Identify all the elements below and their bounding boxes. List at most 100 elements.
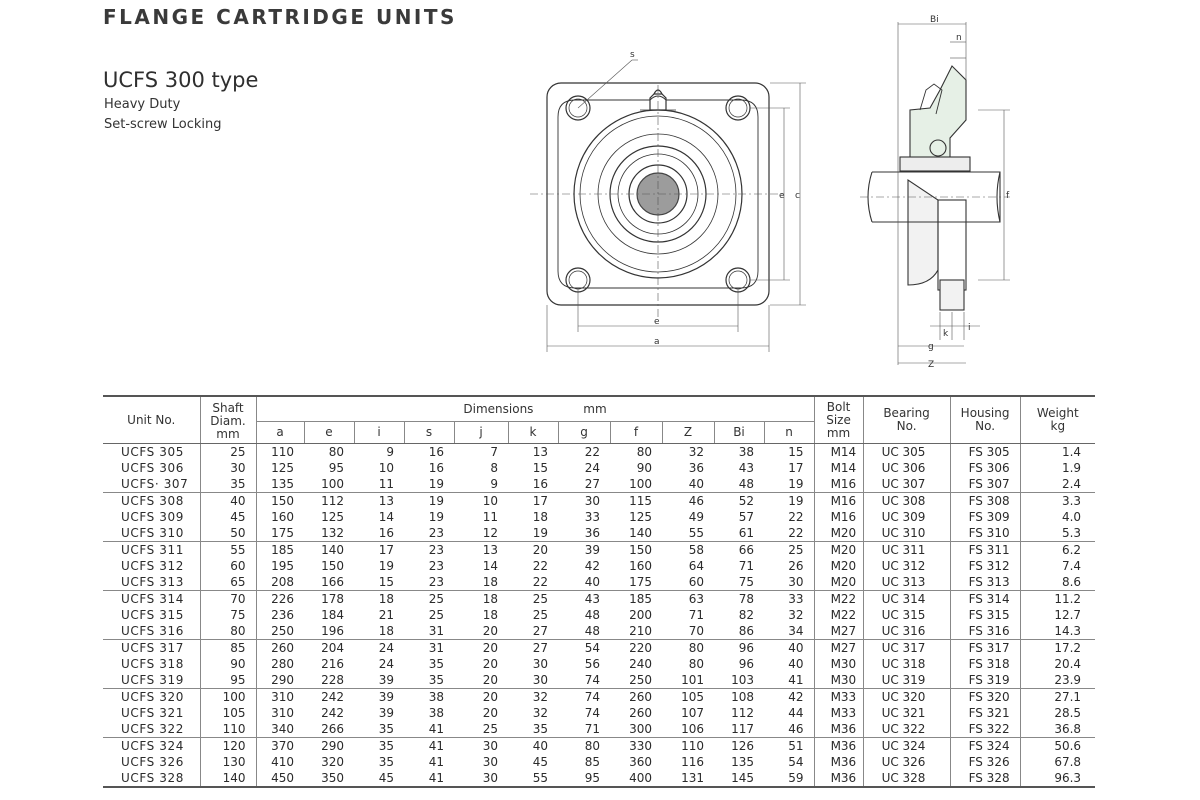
table-cell: 32 [532,706,548,720]
table-cell: 80 [636,445,652,459]
table-cell: 17 [354,541,404,558]
table-cell: 46 [662,492,714,509]
header-shaft-label: Shaft Diam. [210,400,246,428]
table-cell: 23 [404,541,454,558]
table-cell: 196 [321,624,344,638]
table-cell: 195 [255,558,304,574]
table-cell: 35 [428,673,444,687]
table-cell: 30 [532,657,548,671]
table-cell: 9 [490,477,498,491]
table-cell: 30 [558,492,610,509]
table-cell: 450 [255,770,304,787]
table-cell: 23 [428,559,444,573]
dim-e-label: e [654,317,660,327]
table-cell: 23 [428,526,444,540]
table-cell: 117 [731,722,754,736]
table-cell: 80 [662,639,714,656]
table-cell: UCFS 311 [103,541,200,558]
table-cell: 71 [584,722,600,736]
table-cell: 18 [454,590,508,607]
table-cell: 38 [428,706,444,720]
table-cell: 75 [199,607,256,623]
table-cell: 39 [378,673,394,687]
header-bolt-unit: mm [826,425,851,440]
table-cell: 100 [199,688,256,705]
table-cell: 16 [378,526,394,540]
dim-c-label: c [795,191,800,201]
table-cell: 12.7 [1019,607,1096,623]
table-cell: UC 326 [862,754,951,770]
table-cell: UC 320 [862,688,951,705]
table-cell: 52 [714,492,764,509]
table-cell: 56 [584,657,600,671]
table-cell: 95 [584,771,600,785]
table-cell: 175 [255,525,304,542]
side-view-drawing: Bi n f k i g Z [860,15,1010,370]
table-cell: 18 [532,510,548,524]
table-cell: 125 [629,510,652,524]
header-housing-no: Housing No. [949,396,1021,444]
table-cell: 31 [428,624,444,638]
table-cell: 145 [731,771,754,785]
locking-note: Set-screw Locking [104,117,222,132]
table-cell: 66 [714,541,764,558]
table-cell: 35 [378,722,394,736]
table-cell: 330 [610,737,662,754]
table-cell: 48 [584,608,600,622]
table-cell: 18 [378,624,394,638]
header-weight-unit: kg [1050,419,1066,433]
table-cell: 32 [688,445,704,459]
dim-g-label: g [928,342,934,352]
table-cell: UCFS· 307 [121,477,189,491]
table-cell: 7.4 [1019,558,1096,574]
table-cell: 46 [788,722,804,736]
table-cell: 3.3 [1019,492,1096,509]
table-cell: 27 [508,639,558,656]
table-cell: 150 [321,559,344,573]
table-cell: M14 [813,443,864,460]
table-cell: 35 [378,755,394,769]
table-cell: 96 [738,657,754,671]
table-cell: 22 [532,559,548,573]
table-cell: 204 [304,639,354,656]
table-cell: 125 [321,510,344,524]
header-dim-i: i [353,421,404,444]
table-cell: 34 [788,624,804,638]
table-cell: 85 [584,755,600,769]
table-cell: 86 [738,624,754,638]
header-dimensions-label: Dimensions [463,401,534,416]
table-cell: 90 [636,461,652,475]
table-cell: 38 [738,445,754,459]
header-bolt-label: Bolt Size [826,399,851,427]
table-cell: 17 [508,492,558,509]
header-dim-e: e [303,421,354,444]
table-cell: 30 [788,575,804,589]
table-cell: 17.2 [1019,639,1096,656]
table-cell: UCFS 321 [121,706,184,720]
table-cell: 74 [584,706,600,720]
dim-k-label: k [943,329,949,339]
table-cell: UC 315 [862,607,951,623]
table-cell: M30 [813,656,864,672]
table-cell: 63 [662,590,714,607]
table-cell: M16 [813,476,864,493]
table-cell: 242 [321,706,344,720]
table-cell: 45 [199,509,256,525]
table-cell: UCFS 318 [121,657,184,671]
table-cell: 360 [629,755,652,769]
table-cell: UCFS 320 [103,688,200,705]
table-cell: 58 [662,541,714,558]
table-cell: 166 [321,575,344,589]
header-unit-no: Unit No. [103,396,200,444]
table-cell: 160 [629,559,652,573]
table-cell: 19 [428,510,444,524]
table-cell: 22 [788,526,804,540]
table-cell: 140 [629,526,652,540]
table-cell: 115 [610,492,662,509]
table-cell: 20 [482,673,498,687]
table-cell: 150 [610,541,662,558]
